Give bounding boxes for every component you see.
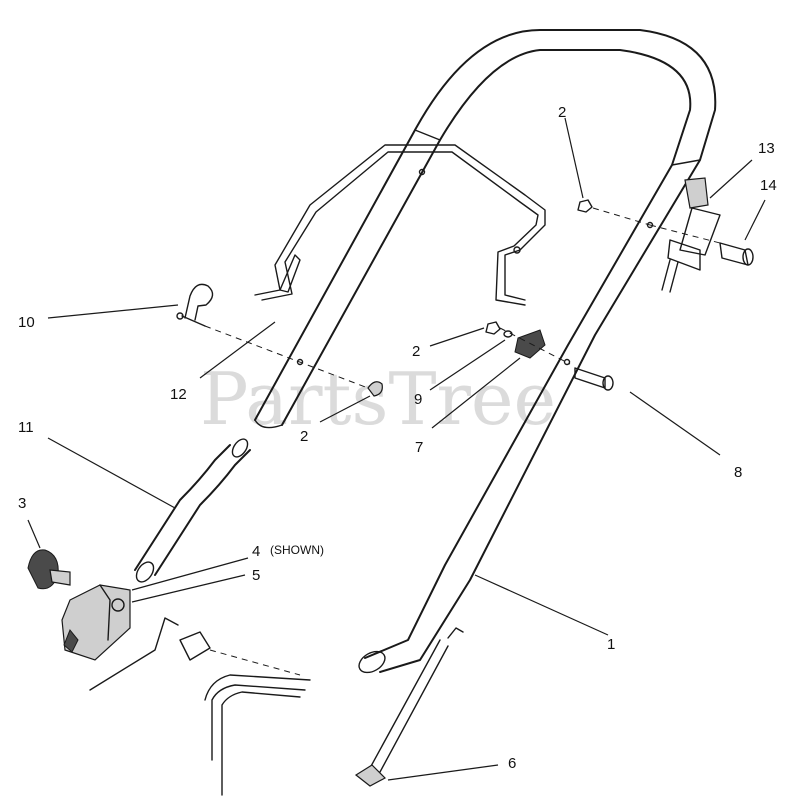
bolt-part-14	[719, 242, 754, 266]
callout-2-upper: 2	[558, 104, 566, 121]
leader-lines	[27, 117, 766, 781]
cable-clip-part-7	[514, 329, 546, 359]
callout-13: 13	[758, 140, 775, 157]
callout-9: 9	[414, 391, 422, 408]
callout-7: 7	[415, 439, 423, 456]
nut-part-2-lower	[367, 381, 383, 397]
shift-bracket-part-13	[661, 177, 721, 293]
pin-part-8	[574, 367, 614, 391]
mower-deck-frame	[89, 617, 311, 796]
nut-part-2-upper	[577, 199, 593, 213]
callout-3: 3	[18, 495, 26, 512]
knob-part-3	[27, 549, 71, 590]
lower-bracket-part-4	[61, 584, 131, 661]
callout-8: 8	[734, 464, 742, 481]
callout-4: 4	[252, 543, 260, 560]
callout-5: 5	[252, 567, 260, 584]
callout-12: 12	[170, 386, 187, 403]
callout-2-lower: 2	[300, 428, 308, 445]
callout-4-note: (SHOWN)	[270, 543, 324, 557]
hairpin-part-10	[176, 283, 214, 327]
handle-clip-part-11	[134, 438, 251, 583]
callout-1: 1	[607, 636, 615, 653]
upper-handle	[254, 29, 717, 674]
callout-11: 11	[18, 419, 34, 436]
callout-2-middle: 2	[412, 343, 420, 360]
callout-10: 10	[18, 314, 35, 331]
nut-part-2-middle	[485, 321, 501, 335]
watermark-text: PartsTree	[200, 357, 556, 441]
cable-part-6	[354, 627, 464, 787]
control-bail	[254, 144, 546, 306]
callouts: 1 2 2 2 3 4 (SHOWN) 5 6 7 8 9 10 11 12 1…	[18, 104, 777, 772]
callout-6: 6	[508, 755, 516, 772]
callout-14: 14	[760, 177, 777, 194]
